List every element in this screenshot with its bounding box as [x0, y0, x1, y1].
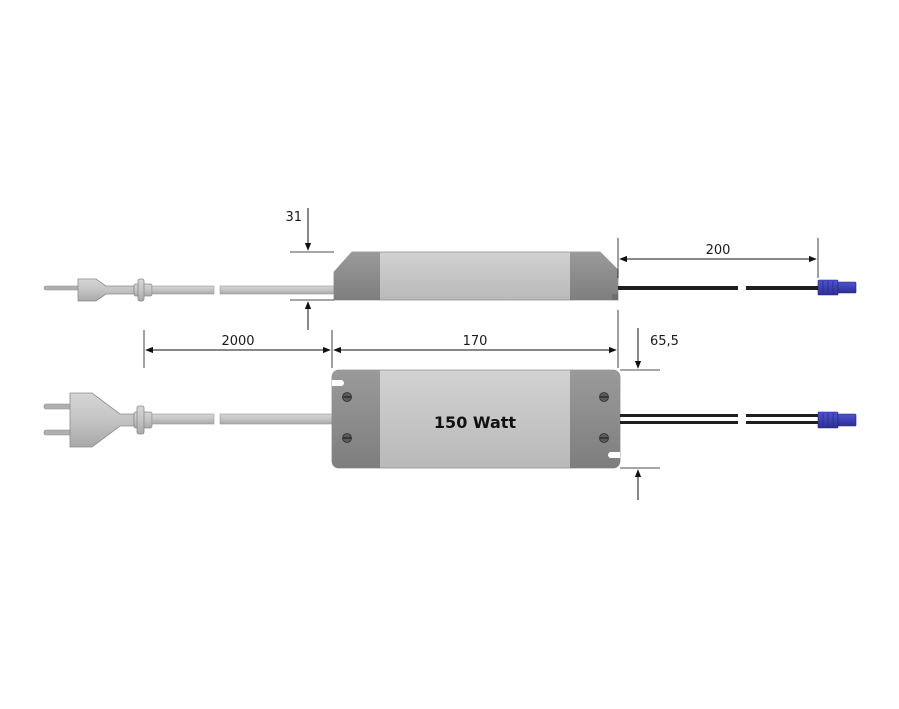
dimension-height-label: 31: [285, 210, 302, 225]
input-cable-top: [151, 413, 335, 425]
dimension-cable-in: 2000: [143, 330, 333, 368]
dimension-cable-out-label: 200: [706, 243, 731, 258]
output-cable-side: [618, 286, 818, 290]
top-view: 150 Watt: [43, 369, 857, 469]
housing-top: 150 Watt: [331, 369, 621, 469]
dimension-width-label: 65,5: [650, 334, 679, 349]
dimension-width: 65,5: [620, 328, 679, 500]
screw-icon: [342, 433, 352, 443]
connector-side-icon: [817, 279, 857, 296]
dimension-cable-out: 200: [617, 238, 819, 278]
dimension-height: 31: [285, 208, 334, 330]
dimension-cable-in-label: 2000: [221, 334, 254, 349]
screw-icon: [342, 392, 352, 402]
dimension-length-label: 170: [463, 334, 488, 349]
side-view: [43, 251, 857, 302]
plug-side-icon: [43, 278, 153, 302]
output-cable-top: [620, 414, 818, 424]
input-cable-side: [151, 285, 335, 295]
plug-top-icon: [43, 392, 153, 448]
product-label: 150 Watt: [434, 413, 516, 432]
screw-icon: [599, 433, 609, 443]
dimension-length: 170: [333, 310, 619, 368]
screw-icon: [599, 392, 609, 402]
connector-top-icon: [817, 411, 857, 429]
housing-side: [333, 251, 619, 301]
